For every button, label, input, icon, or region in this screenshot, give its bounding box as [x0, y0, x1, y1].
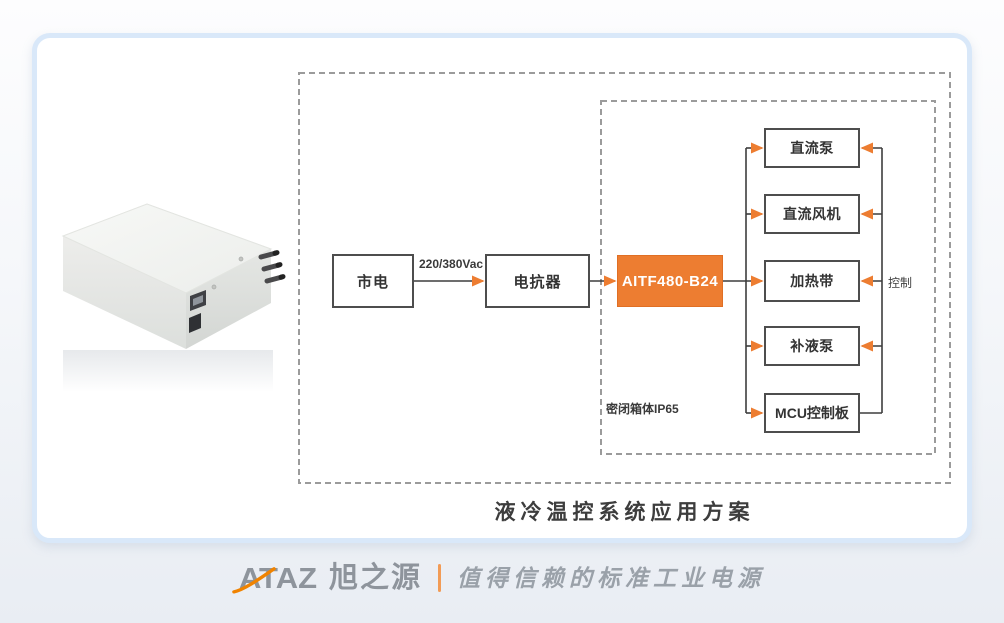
control-label: 控制 [888, 276, 913, 290]
node-load-dc-pump: 直流泵 [764, 128, 860, 168]
node-load-mcu-board: MCU控制板 [764, 393, 860, 433]
logo-swoosh-icon [232, 566, 276, 593]
node-reactor: 电抗器 [485, 254, 590, 308]
brand-divider [438, 564, 442, 592]
brand-footer: ATAZ 旭之源 值得信赖的标准工业电源 [0, 556, 1004, 600]
enclosure-ip65-label: 密闭箱体IP65 [606, 402, 679, 416]
node-load-heating-belt: 加热带 [764, 260, 860, 302]
page-title: 液冷温控系统应用方案 [494, 501, 755, 524]
logo-text: ATAZ [238, 561, 318, 595]
brand-name: 旭之源 [329, 561, 423, 594]
ataz-logo: ATAZ [232, 561, 318, 595]
voltage-label: 220/380Vac [419, 257, 484, 271]
node-load-refill-pump: 补液泵 [764, 326, 860, 366]
node-load-dc-fan: 直流风机 [764, 194, 860, 234]
node-mains: 市电 [332, 254, 414, 308]
brand-tagline: 值得信赖的标准工业电源 [457, 564, 766, 592]
node-psu-aitf480-b24: AITF480-B24 [617, 255, 723, 307]
